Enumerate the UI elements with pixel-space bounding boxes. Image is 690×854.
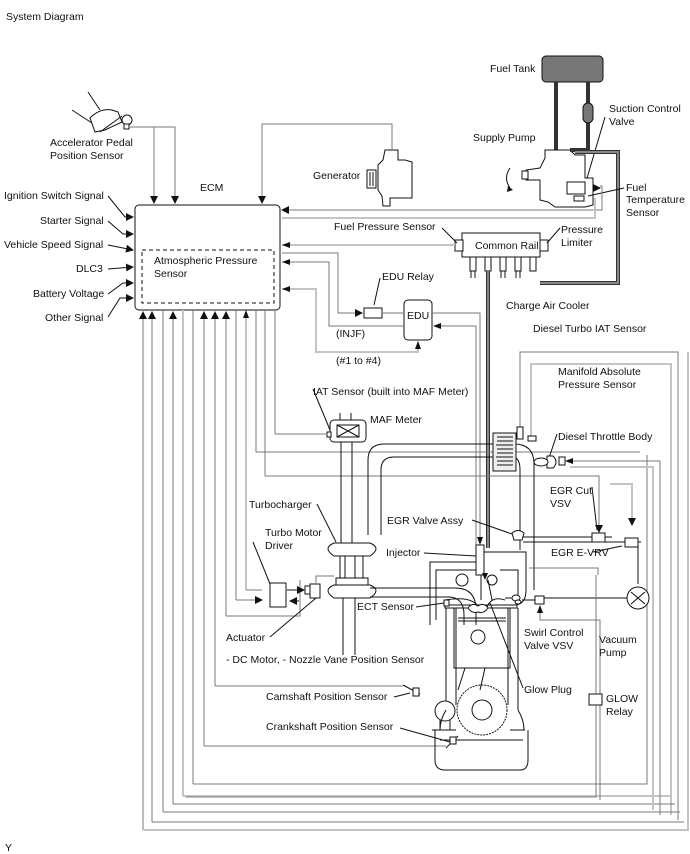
footer-code: Y <box>5 842 12 854</box>
maf-meter-label: MAF Meter <box>370 414 422 426</box>
egr-e-vrv-label: EGR E-VRV <box>551 547 609 559</box>
generator-label: Generator <box>313 170 361 182</box>
injector-label: Injector <box>386 547 421 559</box>
input-dlc3: DLC3 <box>76 263 103 275</box>
swirl-control-valve-icon[interactable] <box>511 594 522 605</box>
swirl-control-vsv-label-1: Swirl Control <box>524 627 584 639</box>
egr-cut-vsv-label-2: VSV <box>550 498 571 510</box>
fuel-pressure-sensor-label: Fuel Pressure Sensor <box>334 221 436 233</box>
injector-range-label: (#1 to #4) <box>336 355 381 367</box>
turbocharger-label: Turbocharger <box>249 499 312 511</box>
ecm-bottom-harness <box>139 310 689 831</box>
ect-sensor-label: ECT Sensor <box>357 601 414 613</box>
fuel-temperature-sensor-icon <box>573 195 585 202</box>
atmospheric-pressure-sensor-label-1: Atmospheric Pressure <box>154 255 257 267</box>
swirl-control-vsv-icon[interactable] <box>534 595 545 605</box>
engine-block <box>429 551 529 771</box>
egr-e-vrv-icon[interactable] <box>624 537 639 548</box>
swirl-control-vsv-label-2: Valve VSV <box>524 640 573 652</box>
supply-pump-label: Supply Pump <box>473 132 536 144</box>
vacuum-pump-label-1: Vacuum <box>599 634 637 646</box>
edu-box[interactable] <box>403 299 433 341</box>
charge-air-cooler-label: Charge Air Cooler <box>506 300 590 312</box>
glow-relay-label-1: GLOW <box>606 693 638 705</box>
pressure-limiter-label-2: Limiter <box>561 237 593 249</box>
input-vehicle-speed-signal: Vehicle Speed Signal <box>4 239 103 251</box>
crankshaft-sensor-icon <box>445 735 459 749</box>
suction-control-valve-label-2: Valve <box>609 116 635 128</box>
camshaft-sensor-icon <box>402 684 421 697</box>
generator-icon <box>366 149 413 207</box>
actuator-label: Actuator <box>226 632 266 644</box>
ecm-label: ECM <box>200 182 223 194</box>
fuel-tank-label: Fuel Tank <box>490 63 536 75</box>
egr-valve-assy-label: EGR Valve Assy <box>387 515 464 527</box>
rotation-arrow-icon <box>506 167 511 189</box>
edu-relay-icon[interactable] <box>363 307 383 319</box>
glow-relay-label-2: Relay <box>606 706 634 718</box>
actuator-icon[interactable] <box>304 583 321 599</box>
input-battery-voltage: Battery Voltage <box>33 288 104 300</box>
turbocharger-icon[interactable] <box>327 542 377 599</box>
pressure-limiter-icon <box>539 239 549 252</box>
edu-relay-label: EDU Relay <box>382 271 435 283</box>
vacuum-pump-label-2: Pump <box>599 647 627 659</box>
fuel-tank-icon <box>541 55 604 83</box>
diesel-turbo-iat-sensor-label: Diesel Turbo IAT Sensor <box>533 323 647 335</box>
diesel-throttle-body-label: Diesel Throttle Body <box>558 431 653 443</box>
atmospheric-pressure-sensor-label-2: Sensor <box>154 268 188 280</box>
ect-sensor-icon <box>443 599 450 607</box>
turbo-motor-driver-icon[interactable] <box>269 582 287 608</box>
left-input-signals: Ignition Switch Signal Starter Signal Ve… <box>4 190 134 324</box>
pressure-limiter-label-1: Pressure <box>561 224 603 236</box>
input-other-signal: Other Signal <box>45 312 103 324</box>
fuel-temperature-sensor-label-3: Sensor <box>626 207 660 219</box>
diagram-title: System Diagram <box>6 11 84 23</box>
egr-valve-icon[interactable] <box>511 530 525 541</box>
turbo-motor-driver-label-1: Turbo Motor <box>265 527 322 539</box>
camshaft-sensor-label: Camshaft Position Sensor <box>266 691 388 703</box>
suction-control-valve-icon <box>566 181 586 195</box>
accelerator-pedal-icon <box>71 91 133 133</box>
injector-icon[interactable] <box>475 544 485 576</box>
edu-label: EDU <box>407 310 429 322</box>
common-rail-icon[interactable] <box>454 232 549 278</box>
accelerator-pedal-label-1: Accelerator Pedal <box>50 137 133 149</box>
egr-cut-vsv-icon[interactable] <box>591 532 606 543</box>
common-rail-label: Common Rail <box>475 240 539 252</box>
glow-plug-label: Glow Plug <box>524 684 572 696</box>
actuator-parts-label: - DC Motor, - Nozzle Vane Position Senso… <box>226 654 425 666</box>
charge-air-cooler-icon <box>492 432 517 472</box>
fuel-filter-icon <box>582 102 594 124</box>
fuel-temperature-sensor-label-1: Fuel <box>626 182 646 194</box>
input-ignition-switch-signal: Ignition Switch Signal <box>4 190 104 202</box>
egr-cut-vsv-label-1: EGR Cut <box>550 485 592 497</box>
diesel-turbo-iat-sensor-icon <box>516 426 524 440</box>
ecm-box[interactable] <box>134 204 281 311</box>
supply-pump-icon[interactable] <box>521 149 594 208</box>
accelerator-pedal-label-2: Position Sensor <box>50 150 124 162</box>
diesel-throttle-body-icon[interactable] <box>533 455 566 469</box>
injf-label: (INJF) <box>336 328 365 340</box>
turbo-motor-driver-label-2: Driver <box>265 540 294 552</box>
maf-meter-icon[interactable] <box>326 413 367 443</box>
suction-control-valve-label-1: Suction Control <box>609 103 681 115</box>
crankshaft-sensor-label: Crankshaft Position Sensor <box>266 721 394 733</box>
map-sensor-label-2: Pressure Sensor <box>558 379 637 391</box>
map-sensor-label-1: Manifold Absolute <box>558 366 641 378</box>
glow-plug-icon <box>487 579 493 601</box>
glow-relay-icon[interactable] <box>588 693 603 706</box>
iat-sensor-label: IAT Sensor (built into MAF Meter) <box>313 386 468 398</box>
fuel-temperature-sensor-label-2: Temperature <box>626 194 685 206</box>
input-starter-signal: Starter Signal <box>40 215 104 227</box>
map-sensor-icon <box>527 435 537 442</box>
